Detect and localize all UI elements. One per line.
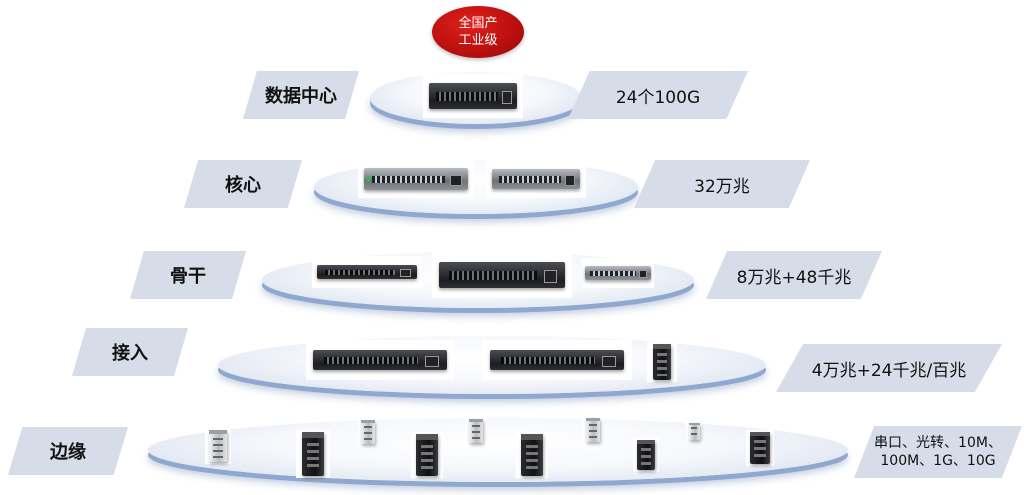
device-photo (482, 340, 632, 380)
rack-switch-icon (490, 350, 624, 370)
tier-label-access: 接入 (72, 328, 188, 376)
tier-label-text: 核心 (225, 175, 261, 196)
din-rail-switch-icon (688, 422, 700, 440)
device-photo (358, 160, 474, 198)
tier-label-core: 核心 (184, 160, 302, 208)
din-rail-switch-icon (637, 440, 655, 470)
device-photo (432, 252, 572, 298)
device-photo (306, 340, 454, 380)
tier-spec-text-line-1: 串口、光转、10M、 (874, 435, 1002, 451)
device-photo (582, 416, 604, 444)
din-rail-switch-icon (521, 434, 543, 476)
device-photo (358, 418, 378, 446)
national-industrial-badge: 全国产 工业级 (432, 6, 524, 58)
din-rail-switch-icon (586, 418, 600, 442)
tier-spec-core: 32万兆 (634, 160, 810, 208)
din-rail-switch-icon (469, 419, 483, 443)
tier-spec-text: 24个100G (615, 87, 701, 108)
din-rail-switch-icon (750, 432, 770, 464)
device-photo (582, 258, 654, 288)
tier-label-text: 数据中心 (265, 86, 337, 107)
device-photo (633, 438, 659, 472)
rack-switch-icon (585, 266, 651, 280)
tier-spec-text: 32万兆 (694, 176, 750, 197)
tier-spec-edge: 串口、光转、10M、 100M、1G、10G (854, 426, 1022, 478)
tier-spec-access: 4万兆+24千兆/百兆 (776, 344, 1002, 392)
tier-spec-text: 8万兆+48千兆 (736, 267, 852, 288)
device-photo (312, 256, 422, 288)
device-photo (296, 430, 330, 478)
device-photo (746, 430, 774, 466)
din-rail-switch-icon (302, 432, 324, 476)
tier-spec-text: 4万兆+24千兆/百兆 (811, 360, 967, 381)
rack-switch-icon (317, 265, 417, 279)
device-photo (411, 432, 443, 478)
tier-spec-text-line-2: 100M、1G、10G (880, 453, 996, 469)
device-photo (647, 342, 677, 382)
tier-disc-edge (148, 418, 848, 482)
device-photo (686, 421, 702, 441)
badge-line-1: 全国产 (458, 16, 498, 31)
device-photo (465, 417, 487, 445)
din-rail-switch-icon (209, 430, 227, 462)
din-rail-switch-icon (653, 344, 671, 380)
device-photo (516, 432, 548, 478)
din-rail-switch-icon (361, 420, 375, 444)
din-rail-switch-icon (416, 434, 438, 476)
rack-switch-icon (313, 350, 447, 370)
rack-switch-icon (429, 83, 517, 109)
device-photo (486, 160, 586, 198)
badge-line-2: 工业级 (458, 33, 498, 48)
device-photo (423, 74, 523, 118)
tier-label-text: 边缘 (50, 442, 86, 463)
rack-switch-icon (439, 262, 565, 288)
tier-label-backbone: 骨干 (130, 251, 246, 299)
rack-switch-icon (364, 168, 468, 190)
tier-label-data-center: 数据中心 (243, 71, 359, 119)
tier-label-text: 骨干 (170, 266, 206, 287)
rack-switch-icon (492, 169, 580, 189)
tier-spec-backbone: 8万兆+48千兆 (706, 251, 882, 299)
tier-label-edge: 边缘 (8, 427, 128, 475)
tier-spec-data-center: 24个100G (568, 71, 748, 119)
tier-label-text: 接入 (112, 343, 148, 364)
device-photo (205, 428, 231, 464)
